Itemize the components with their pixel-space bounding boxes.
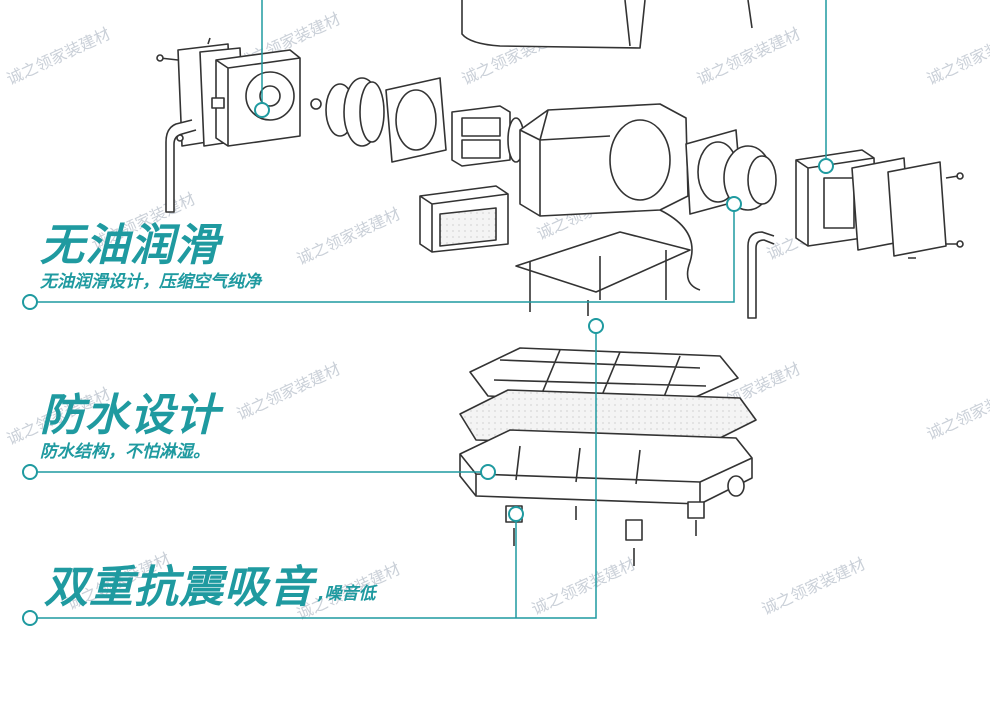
callout-markers bbox=[22, 102, 834, 626]
grid-lid-ribs bbox=[493, 349, 707, 403]
left-elbow-tube bbox=[165, 119, 197, 213]
magnet-slot bbox=[461, 117, 501, 137]
watermark-text: 诚之领家装建材 bbox=[924, 24, 990, 89]
watermarks: 诚之领家装建材 诚之领家装建材 诚之领家装建材 诚之领家装建材 诚之领家装建材 … bbox=[4, 9, 990, 624]
screw bbox=[513, 506, 697, 566]
callout-lines bbox=[30, 0, 827, 619]
base-tray-cells bbox=[515, 445, 641, 485]
left-diaphragm-disc bbox=[359, 81, 385, 143]
magnet-slot bbox=[461, 139, 501, 159]
feature-subtitle-anti-vibration: ,噪音低 bbox=[318, 584, 376, 604]
callout-line-anti-vibration bbox=[30, 456, 597, 619]
pin bbox=[529, 250, 667, 316]
watermark-text: 诚之领家装建材 bbox=[294, 204, 404, 269]
small-o-ring bbox=[310, 98, 322, 110]
callout-dot bbox=[818, 158, 834, 174]
watermark-text: 诚之领家装建材 bbox=[759, 554, 869, 619]
left-screw-head bbox=[156, 54, 164, 62]
rubber-foot bbox=[625, 519, 643, 541]
motor-housing-bore bbox=[609, 119, 671, 201]
motor-housing-edge bbox=[519, 109, 611, 216]
base-plate bbox=[515, 231, 691, 293]
base-tray bbox=[459, 429, 753, 505]
watermark-text: 诚之领家装建材 bbox=[694, 24, 804, 89]
callout-dot bbox=[22, 294, 38, 310]
feature-title-anti-vibration: 双重抗震吸音 bbox=[44, 562, 314, 613]
watermark-text: 诚之领家装建材 bbox=[924, 379, 990, 444]
left-fitting bbox=[211, 97, 225, 109]
callout-dot bbox=[588, 318, 604, 334]
rubber-foot bbox=[687, 501, 705, 519]
feature-title-oil-free: 无油润滑 bbox=[40, 220, 220, 271]
right-diaphragm-cap bbox=[747, 155, 777, 205]
top-cover-edge bbox=[624, 0, 753, 47]
callout-dot bbox=[726, 196, 742, 212]
left-head-port-inner bbox=[259, 85, 281, 107]
watermark-text: 诚之领家装建材 bbox=[529, 554, 639, 619]
feature-subtitle-waterproof: 防水结构，不怕淋湿。 bbox=[40, 442, 210, 462]
transformer-face bbox=[419, 193, 509, 252]
callout-dot bbox=[254, 102, 270, 118]
right-end-plate bbox=[887, 161, 947, 257]
right-screw bbox=[908, 175, 959, 259]
pump-parts bbox=[156, 0, 964, 566]
top-cover bbox=[461, 0, 646, 49]
right-head-window bbox=[823, 177, 855, 229]
watermark-text: 诚之领家装建材 bbox=[234, 359, 344, 424]
right-elbow-tube bbox=[747, 231, 775, 319]
watermark-text: 诚之领家装建材 bbox=[4, 24, 114, 89]
callout-dot bbox=[508, 506, 524, 522]
callout-dot bbox=[480, 464, 496, 480]
diaphragm-frame-hole bbox=[395, 89, 437, 151]
wire bbox=[659, 209, 701, 291]
callout-line-oil-free bbox=[30, 204, 735, 303]
callout-dot bbox=[22, 464, 38, 480]
feature-subtitle-oil-free: 无油润滑设计，压缩空气纯净 bbox=[40, 272, 261, 292]
feature-title-waterproof: 防水设计 bbox=[40, 390, 220, 441]
base-tray-outlet bbox=[727, 475, 745, 497]
callout-dot bbox=[22, 610, 38, 626]
transformer-core bbox=[439, 207, 497, 247]
left-head-block-face bbox=[215, 57, 301, 146]
base-tray-rim bbox=[459, 453, 753, 504]
right-head-block-face bbox=[795, 157, 875, 246]
